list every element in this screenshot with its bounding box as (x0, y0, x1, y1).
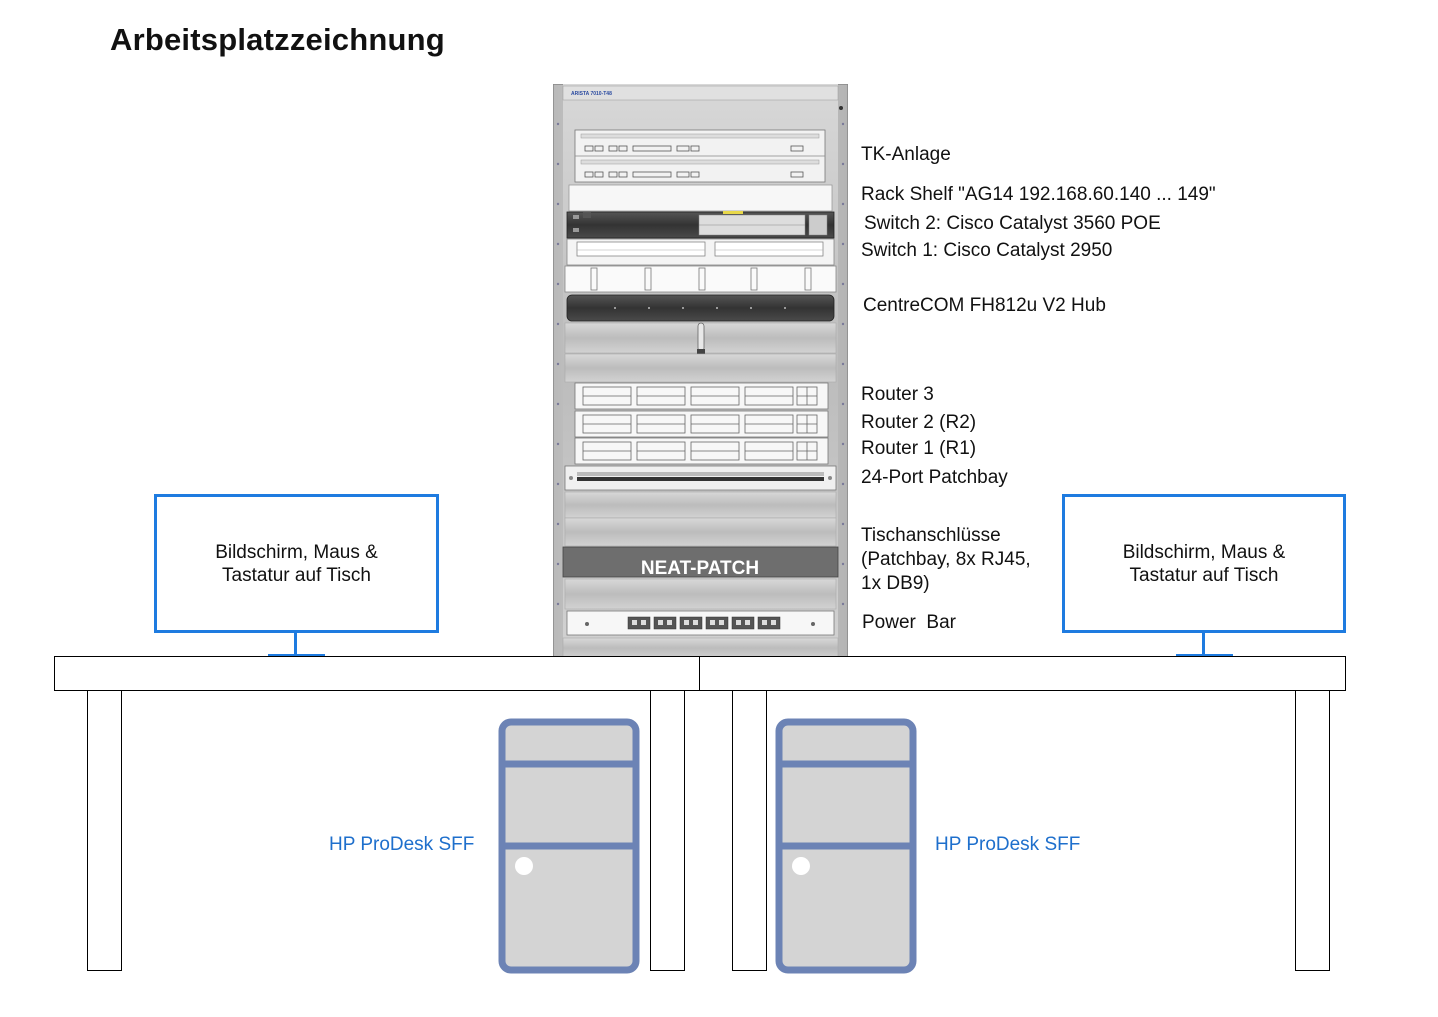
desk-right-top (699, 656, 1346, 691)
desk-leg (1295, 690, 1330, 971)
label-tischanschluesse-1: Tischanschlüsse (861, 525, 1001, 546)
label-rack-shelf: Rack Shelf "AG14 192.168.60.140 ... 149" (861, 184, 1216, 205)
label-switch-1: Switch 1: Cisco Catalyst 2950 (861, 240, 1113, 261)
label-power-bar: Power Bar (862, 612, 956, 633)
monitor-left-line2: Tastatur auf Tisch (222, 564, 371, 586)
router-1-unit (574, 437, 829, 465)
pc-tower-right (775, 718, 917, 974)
blank-panel-5 (564, 578, 837, 610)
server-rack: ARISTA 7010-T48 (553, 84, 848, 658)
monitor-right: Bildschirm, Maus & Tastatur auf Tisch (1062, 494, 1346, 633)
blank-panel-3 (564, 491, 837, 519)
monitor-left-base (268, 654, 325, 657)
centrecom-hub-unit (566, 294, 835, 322)
label-router-1: Router 1 (R1) (861, 438, 977, 459)
blank-panel-1 (564, 322, 837, 354)
pc-right-label: HP ProDesk SFF (935, 834, 1081, 855)
monitor-right-line1: Bildschirm, Maus & (1122, 541, 1286, 563)
neat-patch-label: NEAT-PATCH (641, 558, 759, 579)
pc-tower-left (498, 718, 640, 974)
rack-rail-holes (556, 122, 845, 606)
monitor-right-stand (1202, 633, 1205, 655)
switch-1-unit (566, 238, 835, 266)
patchbay-24-port (564, 465, 837, 491)
rack-brand: ARISTA 7010-T48 (571, 91, 612, 97)
label-switch-2: Switch 2: Cisco Catalyst 3560 POE (864, 213, 1161, 234)
page-title: Arbeitsplatzzeichnung (110, 22, 445, 57)
label-hub: CentreCOM FH812u V2 Hub (863, 295, 1106, 316)
power-bar-unit (566, 610, 835, 636)
monitor-right-base (1176, 654, 1233, 657)
label-patchbay: 24-Port Patchbay (861, 467, 1008, 488)
switch-2-unit (566, 211, 835, 239)
label-tischanschluesse-2: (Patchbay, 8x RJ45, (861, 549, 1031, 570)
label-router-3: Router 3 (861, 384, 934, 405)
neat-patch-panel: NEAT-PATCH (562, 546, 839, 579)
router-2-unit (574, 410, 829, 438)
router-3-unit (574, 382, 829, 410)
monitor-left-line1: Bildschirm, Maus & (215, 541, 378, 563)
monitor-left: Bildschirm, Maus & Tastatur auf Tisch (154, 494, 439, 633)
desk-leg (650, 690, 685, 971)
rack-base (562, 637, 839, 658)
tk-anlage-unit (574, 129, 826, 183)
monitor-left-stand (294, 633, 297, 655)
label-router-2: Router 2 (R2) (861, 412, 977, 433)
blank-panel-2 (564, 353, 837, 383)
desk-leg (87, 690, 122, 971)
rack-shelf (568, 184, 833, 212)
bracket-shelf (564, 265, 837, 293)
desk-leg (732, 690, 767, 971)
blank-panel-4 (564, 517, 837, 547)
monitor-right-line2: Tastatur auf Tisch (1129, 564, 1279, 586)
desk-left-top (54, 656, 700, 691)
label-tk-anlage: TK-Anlage (861, 144, 951, 165)
label-tischanschluesse-3: 1x DB9) (861, 573, 930, 594)
pc-left-label: HP ProDesk SFF (329, 834, 475, 855)
